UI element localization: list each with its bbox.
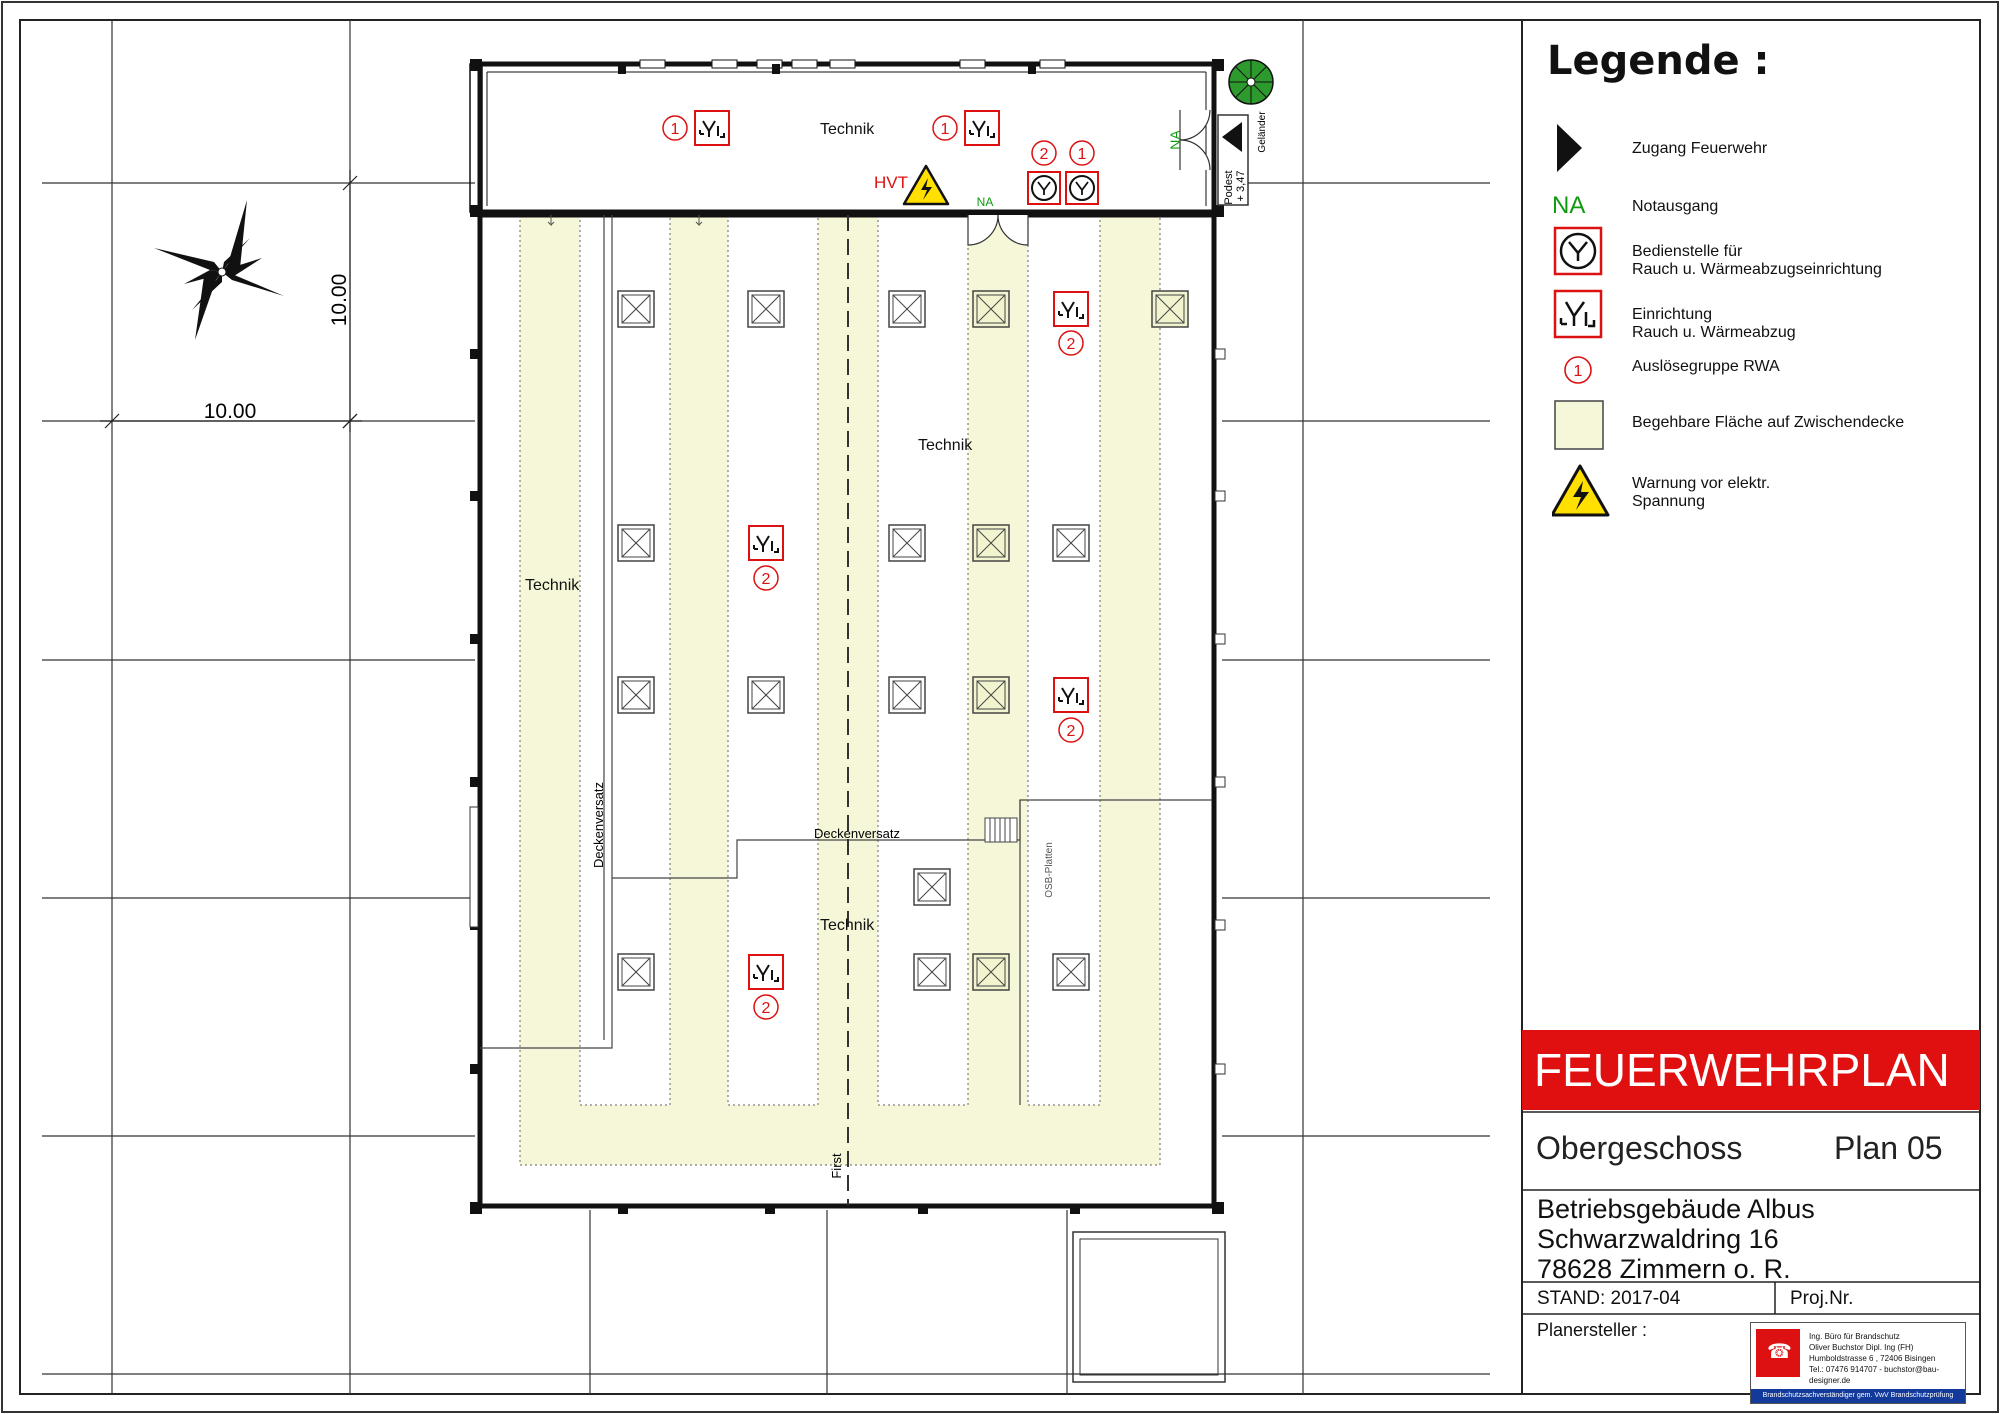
walkable-area-swatch [1554,400,1604,450]
gelaender-label: Geländer [1257,111,1268,153]
door-na [967,109,1211,246]
legend-text: Zugang Feuerwehr [1632,140,1768,157]
stamp-line: Tel.: 07476 914707 - buchstor@bau-design… [1809,1365,1939,1385]
legend-item: Zugang Feuerwehr [1552,120,1972,180]
room-label-technik: Technik [820,121,875,138]
legend-item: 1 Auslösegruppe RWA [1552,352,1972,412]
high-voltage-warning-icon [902,164,950,206]
trigger-group-label: 1 [941,121,950,138]
room-label-technik: Technik [820,917,875,934]
podest-label: Podest + 3,47 [1223,167,1247,204]
deckenversatz-label: Deckenversatz [814,826,900,841]
room-label-technik: Technik [918,437,973,454]
planer-label: Planersteller : [1537,1320,1648,1340]
compass-icon [154,200,284,340]
legend-text: Einrichtung Rauch u. Wärmeabzug [1632,306,1796,341]
plan-heading: FEUERWEHRPLAN [1522,1030,1980,1110]
trigger-group-label: 2 [762,1000,771,1017]
trigger-group-label: 1 [671,121,680,138]
control-panel-icon [1027,171,1099,205]
na-label: NA [977,195,994,209]
legend-item: NA Notausgang [1552,182,1972,242]
trigger-group-label: 2 [1067,336,1076,353]
smoke-vent-icon [1553,289,1603,339]
legend-title: Legende : [1547,38,1770,84]
grid-lines [42,20,1490,1394]
plan-number: Plan 05 [1834,1130,1943,1166]
address-block: Betriebsgebäude Albus Schwarzwaldring 16… [1522,1190,1980,1284]
na-symbol: NA [1552,192,1586,219]
legend-item: Warnung vor elektr. Spannung [1552,463,1972,523]
stand-row: STAND: 2017-04 Proj.Nr. [1522,1284,1980,1314]
control-panel-icon [1553,226,1603,276]
trigger-group-label: 2 [762,571,771,588]
dim-label-x: 10.00 [204,400,257,423]
walkable-areas [520,215,1160,1165]
trigger-group-label: 2 [1040,146,1049,163]
stand-label: STAND: 2017-04 [1537,1288,1681,1309]
stamp-line: Ing. Büro für Brandschutz [1809,1332,1900,1341]
high-voltage-warning-icon [1552,464,1610,517]
legend-item: Bedienstelle für Rauch u. Wärmeabzugsein… [1552,225,1972,285]
na-label: NA [1167,130,1183,150]
legend-text: Begehbare Fläche auf Zwischendecke [1632,414,1905,431]
address-line: 78628 Zimmern o. R. [1537,1254,1791,1284]
osb-label: OSB-Platten [1044,842,1055,898]
legend-text: Notausgang [1632,198,1719,215]
svg-text:1: 1 [1574,363,1583,380]
stamp-footer: Brandschutzsachverständiger gem. VwV Bra… [1751,1389,1965,1403]
trigger-group-label: 1 [1078,146,1087,163]
floor-row: Obergeschoss Plan 05 [1522,1112,1980,1190]
hvt-label: HVT [874,173,908,192]
legend: Legende : Zugang Feuerwehr NA Notausgang… [1522,20,1980,1025]
company-stamp: ☎ Ing. Büro für Brandschutz Oliver Buchs… [1750,1322,1966,1404]
fire-alarm-icon: ☎ [1756,1329,1800,1377]
trigger-group-label: 2 [1067,723,1076,740]
floor-name: Obergeschoss [1536,1130,1743,1166]
stamp-line: Humboldstrasse 6 , 72406 Bisingen [1809,1354,1936,1363]
planer-row: Planersteller : ☎ Ing. Büro für Brandsch… [1522,1318,1980,1404]
legend-text: Warnung vor elektr. Spannung [1632,475,1771,510]
proj-label: Proj.Nr. [1790,1288,1854,1309]
legend-text: Auslösegruppe RWA [1632,358,1780,375]
dim-label-y: 10.00 [328,274,351,327]
legend-item: Begehbare Fläche auf Zwischendecke [1552,398,1972,458]
trigger-group-icon: 1 [1564,356,1592,384]
deckenversatz-label-vertical: Deckenversatz [591,782,606,868]
spiral-stair-icon [1228,59,1274,105]
first-label: First [829,1153,844,1179]
address-line: Schwarzwaldring 16 [1537,1224,1779,1254]
room-label-technik: Technik [525,577,580,594]
access-triangle-icon [1222,122,1242,152]
legend-text: Bedienstelle für Rauch u. Wärmeabzugsein… [1632,243,1882,278]
legend-item: Einrichtung Rauch u. Wärmeabzug [1552,288,1972,348]
access-triangle-icon [1557,124,1582,172]
address-line: Betriebsgebäude Albus [1537,1194,1815,1224]
dimension-lines [100,170,362,432]
stamp-line: Oliver Buchstor Dipl. Ing (FH) [1809,1343,1914,1352]
